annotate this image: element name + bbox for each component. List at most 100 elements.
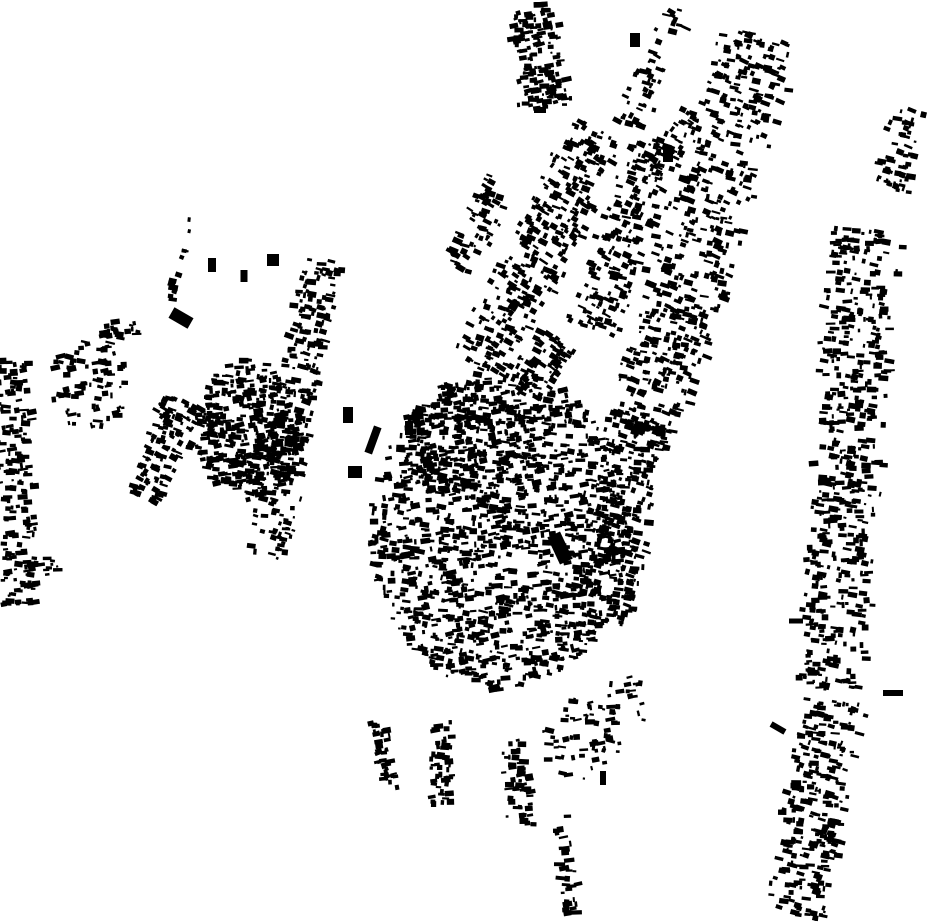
building [919,111,928,119]
building [423,585,429,592]
building [407,615,414,620]
building [862,343,866,348]
building [680,238,689,244]
building [836,746,845,749]
building [532,357,542,365]
building [4,550,12,558]
building [582,545,585,549]
building [268,377,272,384]
building [532,583,543,588]
building [618,572,624,578]
building [66,408,70,412]
building [526,439,530,446]
building [600,464,604,468]
building [609,498,616,505]
building [480,428,488,432]
building [651,171,660,177]
building [843,267,851,274]
building [854,272,857,276]
building [305,363,310,367]
building [823,716,832,722]
building [582,490,587,496]
building [553,463,564,468]
building [262,384,268,389]
building [0,368,3,371]
building [667,304,671,309]
building [631,236,641,245]
building [548,655,559,662]
building [495,452,503,457]
building [647,154,659,165]
building [550,359,559,367]
building [577,304,587,310]
building [555,61,562,67]
building [272,420,275,424]
building [863,502,867,506]
building [431,623,438,627]
building [401,599,411,604]
building [634,553,645,560]
building [518,496,526,501]
building [522,299,532,308]
building [868,229,872,234]
building [508,347,515,352]
building [631,440,638,445]
building [241,439,244,443]
building [11,478,14,482]
building [625,442,636,449]
building [724,79,732,85]
building [477,535,486,541]
building [520,367,529,375]
building [480,629,488,634]
building [491,661,498,666]
building [551,204,561,210]
building [398,559,403,563]
building [759,132,768,140]
building [861,624,869,631]
building [514,520,525,524]
building [477,480,481,484]
building [520,586,526,589]
building [844,330,850,335]
building [647,378,652,385]
building [723,47,732,55]
building [698,311,709,320]
building [852,632,856,637]
building [609,305,614,310]
building [633,196,640,202]
building [665,366,673,373]
building [814,915,819,922]
building [656,300,662,308]
building [672,346,678,351]
building [453,547,459,552]
building [459,647,463,654]
building [692,348,698,353]
building [473,552,478,556]
building [577,319,584,326]
building [607,569,611,575]
building [686,388,698,397]
building [825,322,836,325]
building [891,141,899,146]
building [439,420,446,425]
building [708,157,714,162]
building [231,419,235,423]
building [710,87,721,96]
building [443,648,451,654]
building [515,600,520,605]
building [613,227,623,235]
building [654,327,662,333]
building [533,80,539,86]
building [690,287,698,293]
building [572,568,583,575]
building [604,559,609,565]
building [617,275,628,281]
building [587,547,594,552]
building [603,312,611,319]
building [517,510,522,515]
building [274,440,279,445]
building [23,387,31,394]
building [598,247,604,253]
building [414,618,419,624]
building [74,349,80,356]
